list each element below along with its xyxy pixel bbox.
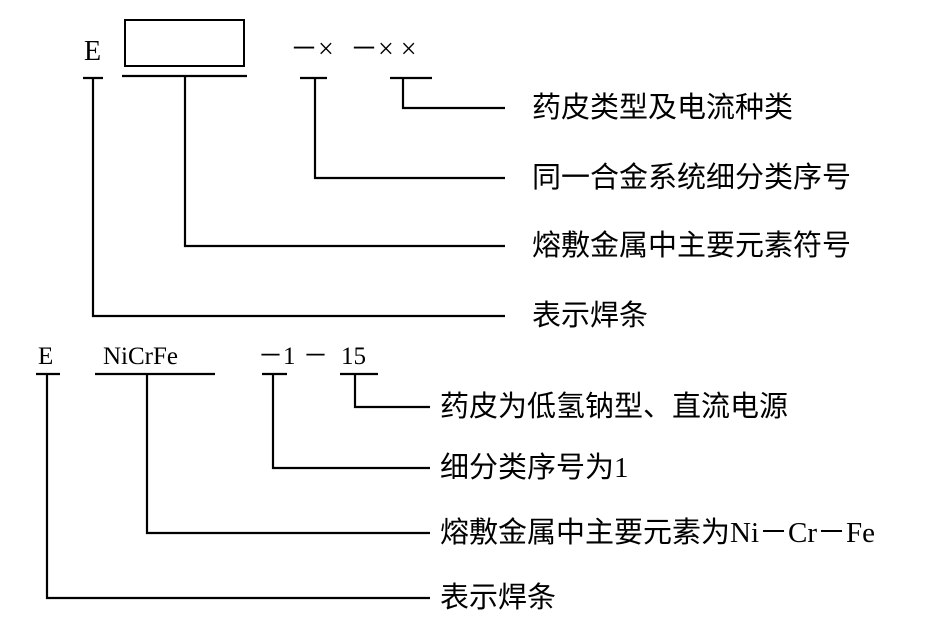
label-main-elements: 熔敷金属中主要元素符号 [532, 230, 852, 262]
electrode-prefix-letter: E [84, 36, 102, 67]
example-label-electrode: 表示焊条 [440, 582, 557, 614]
example-element-symbols: NiCrFe [103, 343, 178, 370]
example-label-subclass-number: 细分类序号为1 [440, 452, 629, 484]
label-electrode: 表示焊条 [532, 300, 649, 332]
subclass-number-segment: －× [290, 34, 334, 65]
example-subclass-segment: －1 [258, 343, 296, 370]
element-symbol-placeholder-box [124, 19, 245, 67]
example-dash: － [303, 343, 329, 370]
example-label-main-elements: 熔敷金属中主要元素为Ni－Cr－Fe [440, 517, 876, 549]
example-prefix-letter: E [38, 343, 54, 370]
example-label-coating-and-current: 药皮为低氢钠型、直流电源 [440, 391, 789, 423]
example-coating-code: 15 [341, 343, 366, 370]
coating-type-segment: －× × [350, 34, 417, 65]
label-subclass-number: 同一合金系统细分类序号 [532, 162, 852, 194]
label-coating-and-current: 药皮类型及电流种类 [532, 92, 794, 124]
